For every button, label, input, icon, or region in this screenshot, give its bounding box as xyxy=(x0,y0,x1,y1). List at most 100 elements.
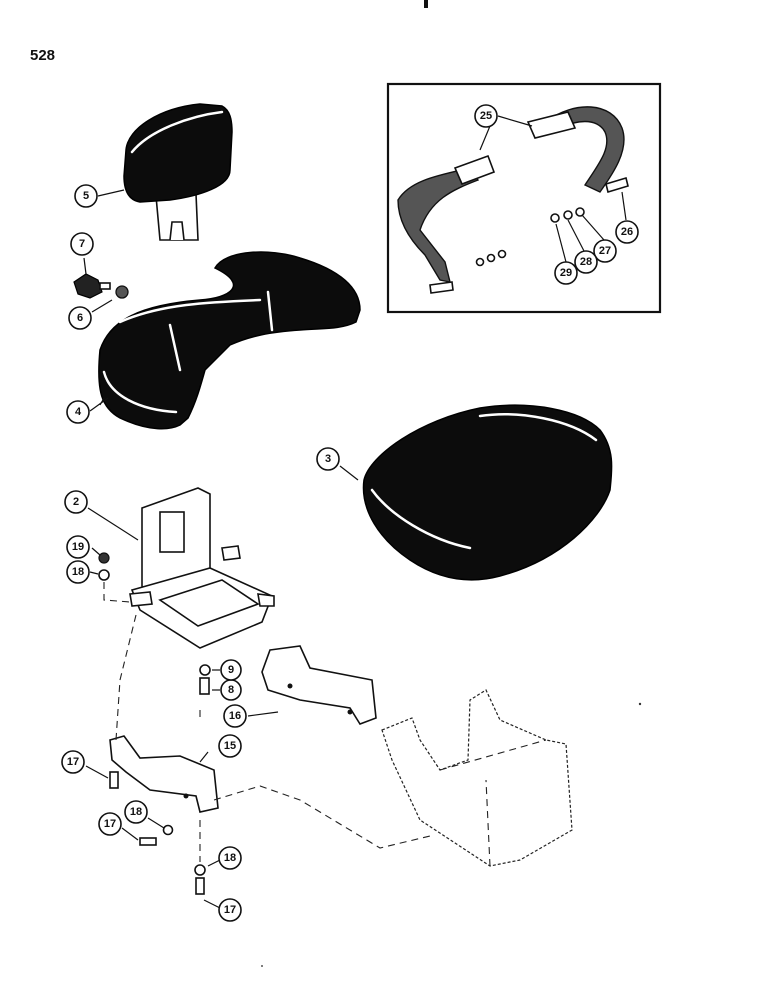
leader-15 xyxy=(199,751,209,763)
callout-17b: 17 xyxy=(98,812,122,836)
seat-frame xyxy=(87,487,275,649)
belt-washer xyxy=(563,210,573,220)
leader-18c xyxy=(207,859,221,867)
leader-19 xyxy=(91,547,101,556)
leader-27 xyxy=(581,214,605,241)
bolt-17c xyxy=(195,877,205,895)
callout-circle xyxy=(66,400,90,424)
callout-label: 4 xyxy=(75,406,82,418)
frame-hardware xyxy=(89,547,131,603)
callout-label: 25 xyxy=(480,110,492,122)
belt-latch xyxy=(526,111,577,139)
knob xyxy=(73,273,103,299)
leader-2 xyxy=(87,507,139,541)
callout-label: 27 xyxy=(599,245,611,257)
callout-label: 16 xyxy=(229,710,241,722)
belt-nut xyxy=(497,249,507,259)
housing-edge xyxy=(439,739,547,771)
edge-mark xyxy=(424,0,428,8)
seat-highlight xyxy=(478,413,598,442)
backrest-pad xyxy=(97,103,233,241)
nut-19 xyxy=(98,552,110,564)
callout-circle xyxy=(218,734,242,758)
frame-floor xyxy=(158,579,260,627)
belt-washer xyxy=(486,253,496,263)
callout-circle xyxy=(223,704,247,728)
callout-28: 28 xyxy=(574,250,598,274)
callout-label: 3 xyxy=(325,453,331,465)
backrest-highlight xyxy=(130,110,224,154)
armrest-highlight xyxy=(118,298,262,324)
seat-highlight xyxy=(370,488,472,550)
bracket-slot xyxy=(169,221,185,241)
callout-18a: 18 xyxy=(66,560,90,584)
bracket-15-body xyxy=(109,735,219,813)
belt-bolt-left xyxy=(429,281,454,294)
leader-29 xyxy=(555,223,567,263)
washer-18b xyxy=(162,824,174,836)
leader-18a xyxy=(89,571,99,575)
housing-edge xyxy=(485,779,491,867)
armrest-cushion xyxy=(89,251,361,430)
callout-18b: 18 xyxy=(124,800,148,824)
callout-label: 8 xyxy=(228,684,234,696)
leader-7 xyxy=(83,257,87,275)
callout-circle xyxy=(98,812,122,836)
callout-label: 19 xyxy=(72,541,84,553)
belt-strap-right xyxy=(543,106,625,193)
callout-circle xyxy=(316,447,340,471)
callout-label: 26 xyxy=(621,226,633,238)
frame-slot xyxy=(159,511,185,553)
frame-tab xyxy=(257,593,275,607)
callout-2: 2 xyxy=(64,490,88,514)
frame-tab xyxy=(221,545,241,561)
bracket-hole xyxy=(287,683,293,689)
callout-29: 29 xyxy=(554,261,578,285)
leader-6 xyxy=(91,299,113,313)
callout-circle xyxy=(66,535,90,559)
leader-25b xyxy=(497,115,533,127)
bracket-16 xyxy=(247,645,377,725)
callout-circle xyxy=(218,898,242,922)
leader-25a xyxy=(479,125,491,151)
frame-tab xyxy=(129,591,153,607)
callout-circle xyxy=(218,846,242,870)
bolt-17a xyxy=(109,771,119,789)
callout-circle xyxy=(124,800,148,824)
callout-circle xyxy=(593,239,617,263)
belt-washer xyxy=(575,207,585,217)
callout-circle xyxy=(474,104,498,128)
seat-cushion xyxy=(339,404,613,581)
callout-label: 15 xyxy=(224,740,236,752)
callout-circle xyxy=(615,220,639,244)
leader-18b xyxy=(147,817,165,829)
fasteners xyxy=(85,765,221,909)
callout-4: 4 xyxy=(66,400,90,424)
callout-circle xyxy=(74,184,98,208)
callout-label: 18 xyxy=(72,566,84,578)
bracket-hole xyxy=(183,793,189,799)
callout-7: 7 xyxy=(70,232,94,256)
armrest-seam xyxy=(266,290,274,332)
callout-27: 27 xyxy=(593,239,617,263)
leader-17b xyxy=(121,827,139,841)
adjust-knob xyxy=(73,257,129,313)
bracket-15 xyxy=(109,735,219,813)
callout-circle xyxy=(66,560,90,584)
armrest-highlight xyxy=(102,370,178,414)
callout-label: 17 xyxy=(224,904,236,916)
bracket-16-body xyxy=(261,645,377,725)
armrest-seam xyxy=(168,323,182,372)
bracket-hole xyxy=(347,709,353,715)
assembly-line xyxy=(103,582,131,603)
housing-body xyxy=(381,689,573,867)
callout-circle xyxy=(70,232,94,256)
callout-label: 6 xyxy=(77,312,83,324)
callout-circle xyxy=(61,750,85,774)
washer-18c xyxy=(194,864,206,876)
seat-body xyxy=(362,404,613,581)
speck xyxy=(261,965,263,967)
callout-label: 5 xyxy=(83,190,89,202)
callout-3: 3 xyxy=(316,447,340,471)
